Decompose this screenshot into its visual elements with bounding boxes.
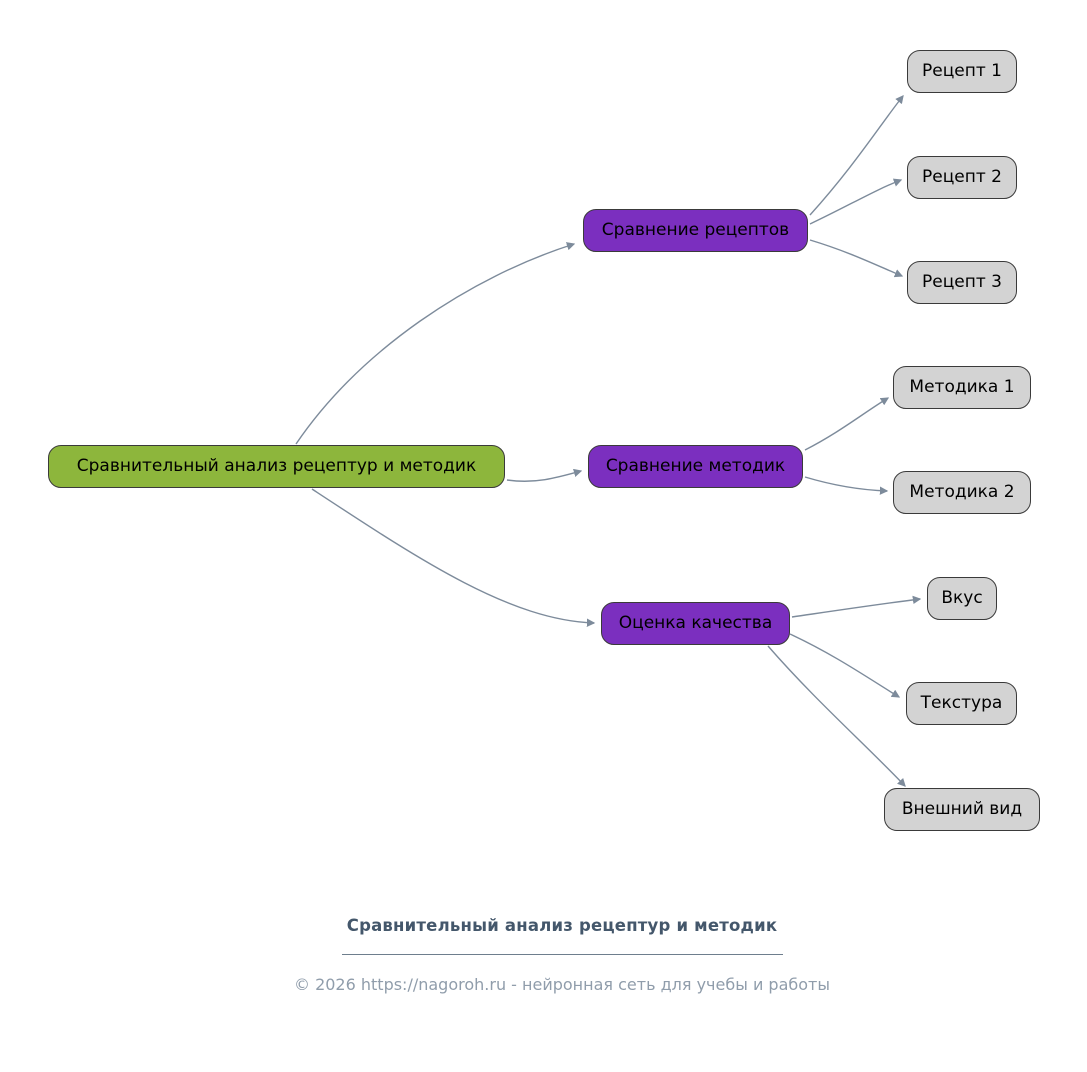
edge-root-to-methods	[506, 468, 583, 482]
edge-quality-to-texture	[789, 633, 901, 698]
edge-methods-to-method2	[804, 476, 889, 495]
leaf-node-appearance: Внешний вид	[884, 788, 1040, 831]
edge-recipes-to-recipe3	[809, 239, 904, 278]
edge-recipes-to-recipe1	[809, 95, 904, 216]
footer-copyright: © 2026 https://nagoroh.ru - нейронная се…	[293, 975, 830, 994]
leaf-node-recipe-3: Рецепт 3	[907, 261, 1017, 304]
leaf-node-method-2: Методика 2	[893, 471, 1031, 514]
branch-node-methods: Сравнение методик	[588, 445, 803, 488]
edge-root-to-quality	[311, 488, 596, 627]
leaf-node-texture: Текстура	[906, 682, 1017, 725]
leaf-node-taste: Вкус	[927, 577, 997, 620]
edge-quality-to-taste	[791, 595, 922, 618]
edge-methods-to-method1	[804, 397, 890, 451]
footer-title: Сравнительный анализ рецептур и методик	[346, 916, 778, 935]
edge-quality-to-appearance	[767, 645, 906, 787]
leaf-node-recipe-2: Рецепт 2	[907, 156, 1017, 199]
footer-divider	[341, 954, 783, 955]
edge-recipes-to-recipe2	[809, 178, 903, 225]
footer: Сравнительный анализ рецептур и методик …	[37, 916, 1087, 994]
leaf-node-method-1: Методика 1	[893, 366, 1031, 409]
root-node: Сравнительный анализ рецептур и методик	[48, 445, 505, 488]
leaf-node-recipe-1: Рецепт 1	[907, 50, 1017, 93]
branch-node-quality: Оценка качества	[601, 602, 790, 645]
branch-node-recipes: Сравнение рецептов	[583, 209, 808, 252]
edge-root-to-recipes	[295, 242, 576, 445]
